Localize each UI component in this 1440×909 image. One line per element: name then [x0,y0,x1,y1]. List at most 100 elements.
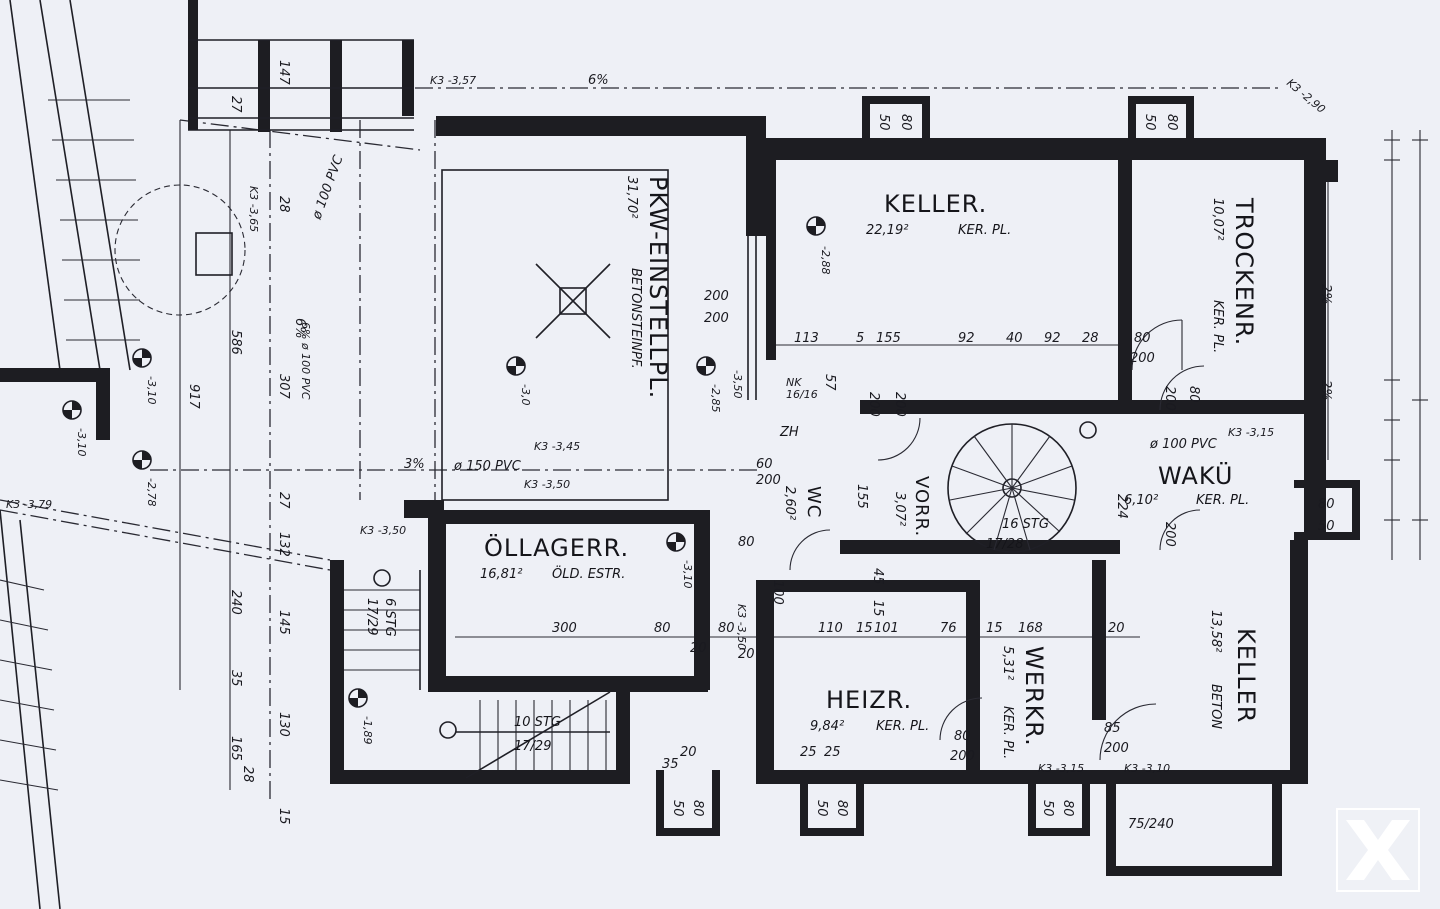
dim-label: 147 [276,60,291,86]
dim-label: 110 [818,621,843,636]
room-name-wakue: WAKÜ [1158,461,1234,490]
slope-label: 2% [1318,380,1333,401]
walls [330,96,1360,876]
window-label: 50 [876,114,891,131]
dim-label: 586 [228,330,243,355]
window-label: 80 [1318,497,1335,512]
room-area-vorr: 3,07² [892,492,907,526]
window-labels: 50 80 50 80 80 50 50 80 50 80 50 80 [670,114,1335,817]
level-marker [348,688,368,708]
dim-label: 80 [718,621,735,636]
dim-label: 35 [228,670,243,687]
kote-label: K3 -3,10 [1124,762,1170,775]
dim-label: 155 [854,484,869,509]
level-value: -3,50 [731,370,744,398]
kote-label: K3 -3,15 [1038,762,1084,775]
dim-label: 15 [276,808,291,825]
opening-label: 80 [738,535,755,550]
level-marker [666,532,686,552]
left-stair-hatch [0,0,246,909]
spiral-stair-size: 17/28 [986,537,1023,552]
room-area-wc: 2,60² [782,486,797,520]
crossed-gables-icon [1346,820,1410,880]
kote-label: K3 -3,50 [360,524,406,537]
dimension-labels: 113 5 155 92 40 92 28 300 80 80 110 15 1… [186,60,1129,825]
kote-label: K3 -2,90 [1284,76,1328,116]
dim-label: 5 [856,331,864,346]
kote-label: K3 -3,15 [1228,426,1274,439]
room-floor-wakue: KER. PL. [1196,493,1249,508]
dim-label: 57 [822,374,837,391]
dim-label: 224 [1114,494,1129,519]
room-name-vorr: VORR. [911,476,932,537]
window-label: 50 [1318,519,1335,534]
level-value: -3,10 [75,428,88,456]
dim-label: 200 [866,392,881,417]
top-balcony [188,0,414,132]
level-marker [506,356,526,376]
room-name-keller-top: KELLER. [884,190,987,218]
dim-label: 60 [756,457,773,472]
dim-label: 100 [770,580,785,605]
room-floor-keller-right: BETON [1208,684,1223,729]
dim-label: 20 [680,745,697,760]
pipe-label: ø 100 PVC [309,153,347,223]
opening-label: 75/240 [1128,817,1174,832]
dim-label: 132 [276,532,291,557]
construction-lines [0,87,1421,800]
room-labels: PKW-EINSTELLPL. 31,70² BETONSTEINPF. KEL… [364,176,1260,759]
opening-labels: 200 200 80 200 75/240 85 200 80 200 80 2… [704,289,1201,832]
room-name-trockenr: TROCKENR. [1230,197,1258,346]
window-label: 50 [1142,114,1157,131]
dim-label: 130 [276,712,291,737]
spiral-stair-label: 16 STG [1002,517,1049,532]
dim-label: 240 [228,590,243,615]
window-label: 80 [1060,800,1075,817]
pipe-label: 6% ø 100 PVC [299,322,312,400]
door-swings [789,319,1205,761]
dim-label: 15 [856,621,873,636]
opening-label: 200 [704,289,729,304]
kote-label: K3 -3,50 [524,478,570,491]
level-marker [696,356,716,376]
dim-label: 40 [1006,331,1023,346]
kote-label: K3 -3,65 [247,186,260,232]
room-floor-pkw: BETONSTEINPF. [628,268,643,369]
stair-left-size: 17/29 [364,598,379,635]
dim-label: 45 [870,568,885,585]
opening-label: 200 [1130,351,1155,366]
dim-label: 165 [228,736,243,761]
room-name-zh: ZH [779,425,799,440]
kote-label: K3 -3,57 [430,74,476,87]
stair-bottom-size: 17/29 [514,739,551,754]
room-floor-trockenr: KER. PL. [1210,300,1225,353]
slope-label: 3% [404,457,425,472]
dim-label: 155 [876,331,901,346]
level-value: -3,0 [519,384,532,405]
level-marker [373,569,391,587]
dim-label: 113 [794,331,819,346]
level-value: -2,85 [709,384,722,412]
stair-left-count: 6 STG [382,598,397,637]
dim-label: 80 [654,621,671,636]
dim-label: 28 [1082,331,1099,346]
dim-label: 200 [756,473,781,488]
dim-label: 145 [276,610,291,635]
dim-label: 15 [870,600,885,617]
window-label: 50 [670,800,685,817]
room-floor-werkr: KER. PL. [1000,706,1015,759]
window-label: 50 [814,800,829,817]
level-value: -2,88 [819,246,832,274]
room-floor-oellager: ÖLD. ESTR. [552,565,625,582]
opening-label: 80 [954,729,971,744]
dim-label: 168 [1018,621,1043,636]
spiral-stair [947,421,1097,553]
dim-label: 307 [276,374,291,400]
slope-label: 2% [1318,284,1333,305]
opening-label: 80 [1186,386,1201,403]
dim-label: 27 [228,96,243,113]
room-area-keller-right: 13,58² [1208,610,1223,652]
slope-label: 6% [588,73,609,88]
level-value: -3,10 [681,560,694,588]
